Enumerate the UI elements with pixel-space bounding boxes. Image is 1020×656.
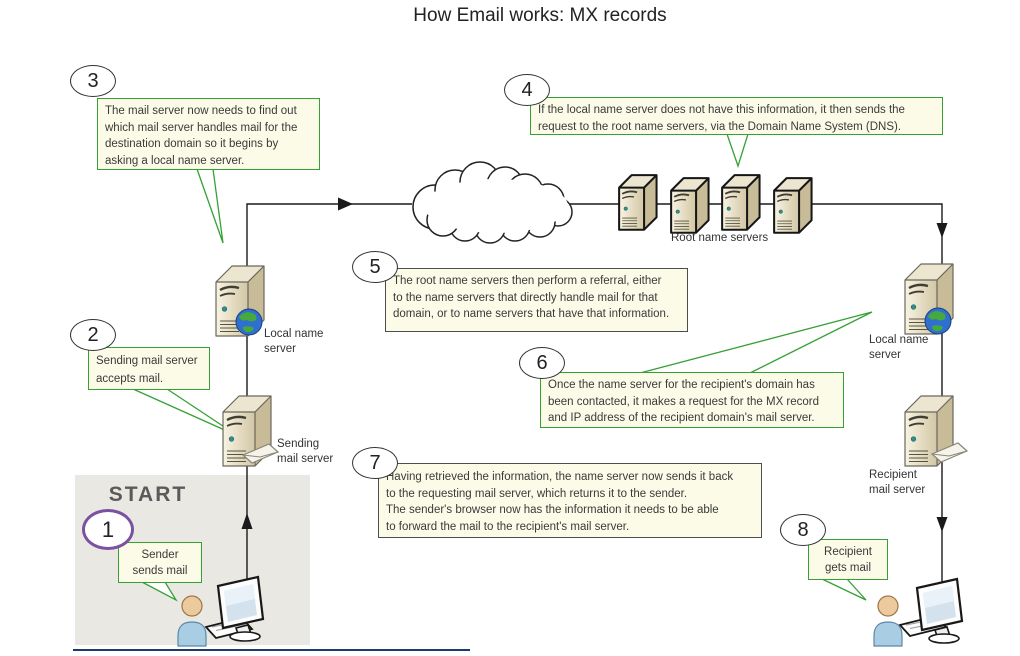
arrow-down-icon: [936, 517, 948, 532]
server-icon-root-3: [721, 174, 761, 231]
callout-8-number: 8: [780, 514, 826, 546]
callout-4-pointer: [726, 133, 749, 169]
callout-1-number: 1: [82, 509, 134, 550]
callout-6-number: 6: [519, 347, 565, 379]
callout-2-box: Sending mail server accepts mail.: [88, 347, 210, 390]
server-icon-root-4: [773, 177, 813, 234]
globe-icon: [924, 307, 952, 335]
callout-8-box: Recipient gets mail: [808, 539, 888, 580]
callout-2-pointer: [132, 388, 239, 437]
server-icon-root-1: [618, 174, 658, 231]
callout-3-box: The mail server now needs to find out wh…: [97, 98, 320, 170]
label-root-name-servers: Root name servers: [671, 232, 769, 244]
callout-7-number: 7: [352, 447, 398, 479]
label-local-name-server-left: Local name server: [264, 328, 324, 355]
callout-8-pointer: [821, 578, 867, 601]
cloud-shape: [412, 161, 573, 244]
globe-icon: [235, 308, 263, 336]
start-label: START: [108, 483, 188, 506]
label-sending-mail-server: Sending mail server: [277, 438, 334, 465]
callout-4-number: 4: [504, 74, 550, 106]
person-icon-sender: [177, 595, 207, 647]
callout-6-box: Once the name server for the recipient's…: [540, 372, 844, 428]
arrow-right-icon: [338, 197, 353, 211]
callout-2-number: 2: [70, 319, 116, 351]
callout-3-pointer: [196, 168, 224, 244]
label-recipient-mail-server: Recipient mail server: [869, 469, 926, 496]
arrow-down-icon: [936, 223, 948, 238]
callout-5-box: The root name servers then perform a ref…: [385, 268, 688, 332]
callout-1-pointer: [141, 581, 178, 602]
callout-7-box: Having retrieved the information, the na…: [378, 463, 762, 538]
callout-5-number: 5: [352, 251, 398, 283]
callout-1-box: Sender sends mail: [118, 542, 202, 583]
callout-3-number: 3: [70, 65, 116, 97]
person-icon-recipient: [873, 595, 903, 647]
callout-4-box: If the local name server does not have t…: [530, 97, 943, 135]
connector-sender-to-cloud: [246, 203, 412, 598]
arrow-up-icon: [241, 513, 253, 529]
page-title: How Email works: MX records: [413, 5, 667, 26]
bottom-border-line: [73, 649, 470, 651]
server-icon-root-2: [670, 177, 710, 234]
label-local-name-server-right: Local name server: [869, 334, 929, 361]
